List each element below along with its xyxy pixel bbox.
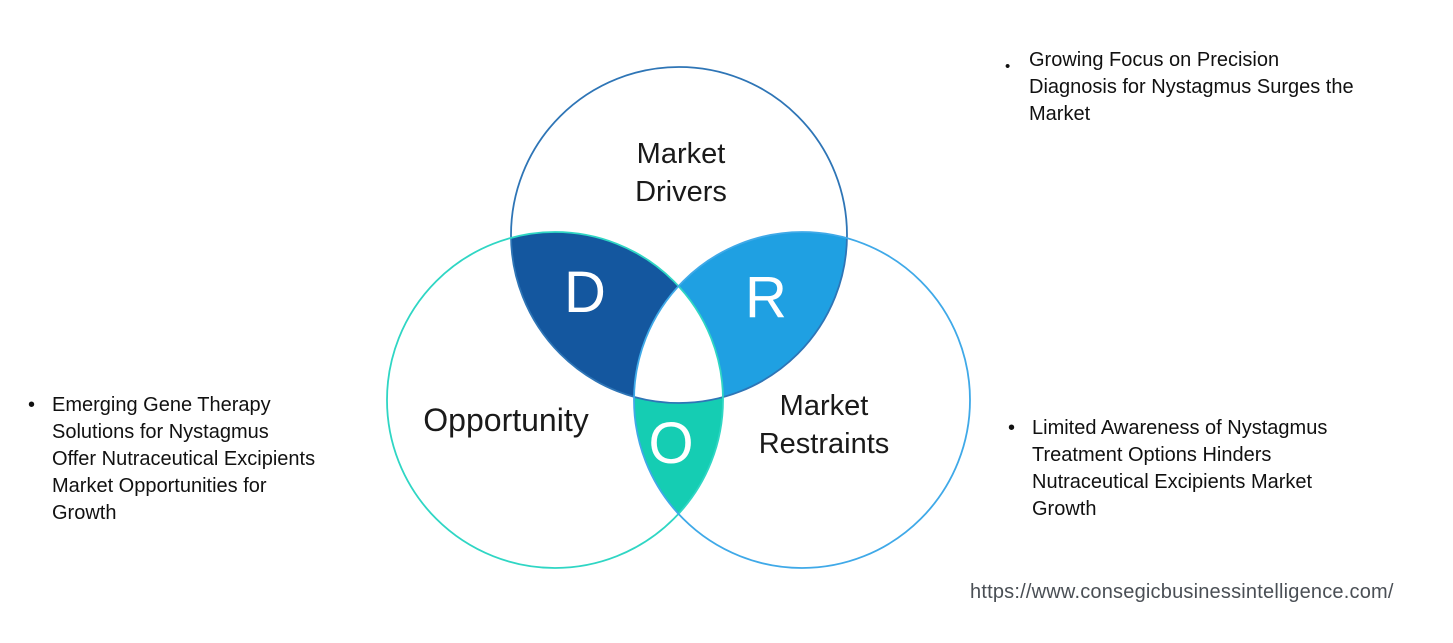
note-line: Emerging Gene Therapy xyxy=(52,394,271,416)
circle-opportunity xyxy=(386,231,724,569)
note-line: Treatment Options Hinders xyxy=(1032,444,1272,466)
driver-note: • Growing Focus on Precision Diagnosis f… xyxy=(1005,47,1354,128)
note-line: Offer Nutraceutical Excipients xyxy=(52,448,316,470)
source-url: https://www.consegicbusinessintelligence… xyxy=(970,581,1394,603)
note-line: Market Opportunities for xyxy=(52,475,267,497)
label-market-drivers-line1: Market xyxy=(637,138,726,170)
restraint-note: • Limited Awareness of Nystagmus Treatme… xyxy=(1008,415,1327,523)
note-line: Nutraceutical Excipients Market xyxy=(1032,471,1313,493)
letter-r: R xyxy=(745,265,787,330)
label-market-restraints-line1: Market xyxy=(780,390,869,422)
opportunity-note: • Emerging Gene Therapy Solutions for Ny… xyxy=(28,392,315,527)
note-line: Limited Awareness of Nystagmus xyxy=(1032,417,1328,439)
note-line: Growing Focus on Precision xyxy=(1029,49,1280,71)
note-line: Solutions for Nystagmus xyxy=(52,421,269,443)
letter-d: D xyxy=(564,260,606,325)
note-line: Growth xyxy=(1032,498,1097,520)
bullet-icon: • xyxy=(28,394,36,416)
label-market-drivers-line2: Drivers xyxy=(635,176,727,208)
note-line: Growth xyxy=(52,502,117,524)
note-line: Market xyxy=(1029,103,1091,125)
opportunity-note-text: Emerging Gene Therapy Solutions for Nyst… xyxy=(52,392,315,527)
circle-market-drivers xyxy=(510,66,848,404)
bullet-icon: • xyxy=(1005,58,1011,75)
letter-o: O xyxy=(648,411,693,476)
bullet-icon: • xyxy=(1008,417,1016,439)
driver-note-text: Growing Focus on Precision Diagnosis for… xyxy=(1029,47,1354,128)
circle-market-restraints xyxy=(633,231,971,569)
label-market-restraints-line2: Restraints xyxy=(759,428,890,460)
label-opportunity: Opportunity xyxy=(423,402,588,438)
note-line: Diagnosis for Nystagmus Surges the xyxy=(1029,76,1354,98)
restraint-note-text: Limited Awareness of Nystagmus Treatment… xyxy=(1032,415,1327,523)
